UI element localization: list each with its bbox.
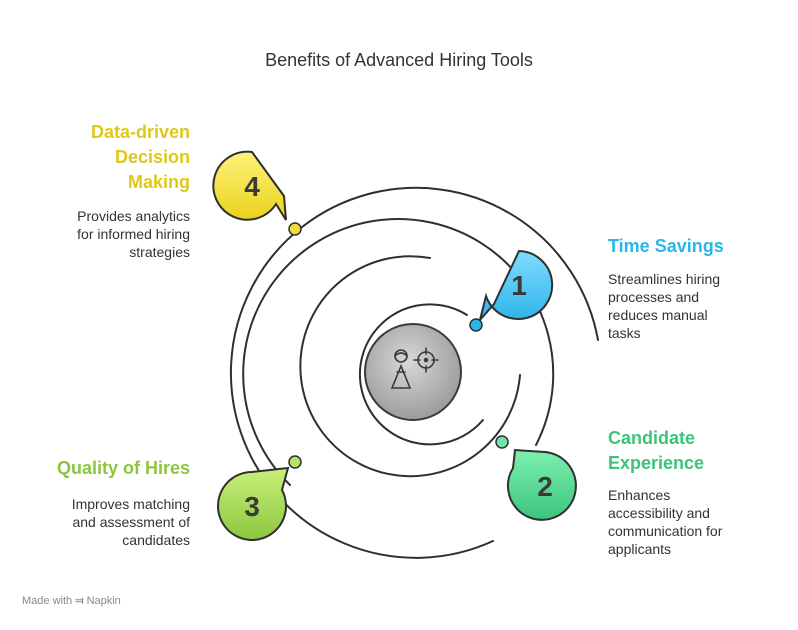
- badge-3-number: 3: [244, 491, 260, 522]
- item-1-desc-line: reduces manual: [608, 307, 708, 323]
- item-2-heading-line: Candidate: [608, 428, 696, 448]
- napkin-logo-icon: ⫤: [75, 595, 84, 607]
- item-3-heading: Quality of Hires: [57, 456, 190, 481]
- item-2-desc-line: communication for: [608, 523, 723, 539]
- badge-1: 1: [479, 249, 554, 321]
- item-4-heading-line: Data-driven: [90, 122, 190, 142]
- item-3-desc-line: Improves matching: [71, 496, 190, 512]
- item-4-heading-line: Decision: [114, 147, 190, 167]
- badge-3: 3: [217, 466, 290, 541]
- page-title: Benefits of Advanced Hiring Tools: [265, 50, 533, 70]
- marker-dot-2: [495, 435, 509, 449]
- item-2-heading: Candidate Experience: [608, 426, 704, 476]
- marker-dot-3: [288, 455, 302, 469]
- item-4-desc-line: Provides analytics: [77, 208, 190, 224]
- item-4-desc-line: for informed hiring: [77, 226, 190, 242]
- badge-4-number: 4: [244, 171, 260, 202]
- arc-1: [358, 303, 484, 446]
- recruiter-target-icon: [390, 347, 439, 389]
- item-2-desc-line: Enhances: [608, 487, 671, 503]
- item-2-desc-line: applicants: [608, 541, 672, 557]
- item-1-heading: Time Savings: [608, 234, 724, 259]
- item-4-heading-line: Making: [127, 172, 190, 192]
- badge-1-number: 1: [511, 270, 527, 301]
- item-1-desc-line: tasks: [608, 325, 641, 341]
- footer-made-with: Made with: [22, 595, 73, 607]
- item-2-description: Enhances accessibility and communication…: [608, 486, 722, 558]
- item-4-heading: Data-driven Decision Making: [91, 120, 190, 195]
- arc-3: [242, 218, 555, 486]
- spiral-arcs: [229, 186, 599, 559]
- badge-2-number: 2: [537, 471, 553, 502]
- item-4-desc-line: strategies: [129, 244, 190, 260]
- item-1-desc-line: Streamlines hiring: [608, 271, 721, 287]
- footer-brand: Napkin: [86, 595, 121, 607]
- item-1-desc-line: processes and: [608, 289, 700, 305]
- item-1-description: Streamlines hiring processes and reduces…: [608, 270, 720, 342]
- arc-4: [229, 186, 599, 559]
- arc-2: [299, 255, 521, 478]
- marker-dot-1: [469, 318, 483, 332]
- item-2-heading-line: Experience: [608, 453, 705, 473]
- badge-2: 2: [506, 448, 577, 521]
- item-3-heading-text: Quality of Hires: [56, 458, 190, 478]
- item-1-heading-text: Time Savings: [608, 236, 724, 256]
- marker-dot-4: [288, 222, 302, 236]
- center-hub: [364, 323, 462, 421]
- item-3-description: Improves matching and assessment of cand…: [72, 495, 190, 549]
- item-3-desc-line: candidates: [122, 532, 190, 548]
- item-2-desc-line: accessibility and: [608, 505, 710, 521]
- badge-4: 4: [212, 150, 287, 221]
- footer-credit: Made with ⫤ Napkin: [22, 595, 121, 608]
- item-3-desc-line: and assessment of: [72, 514, 190, 530]
- item-4-description: Provides analytics for informed hiring s…: [77, 207, 190, 261]
